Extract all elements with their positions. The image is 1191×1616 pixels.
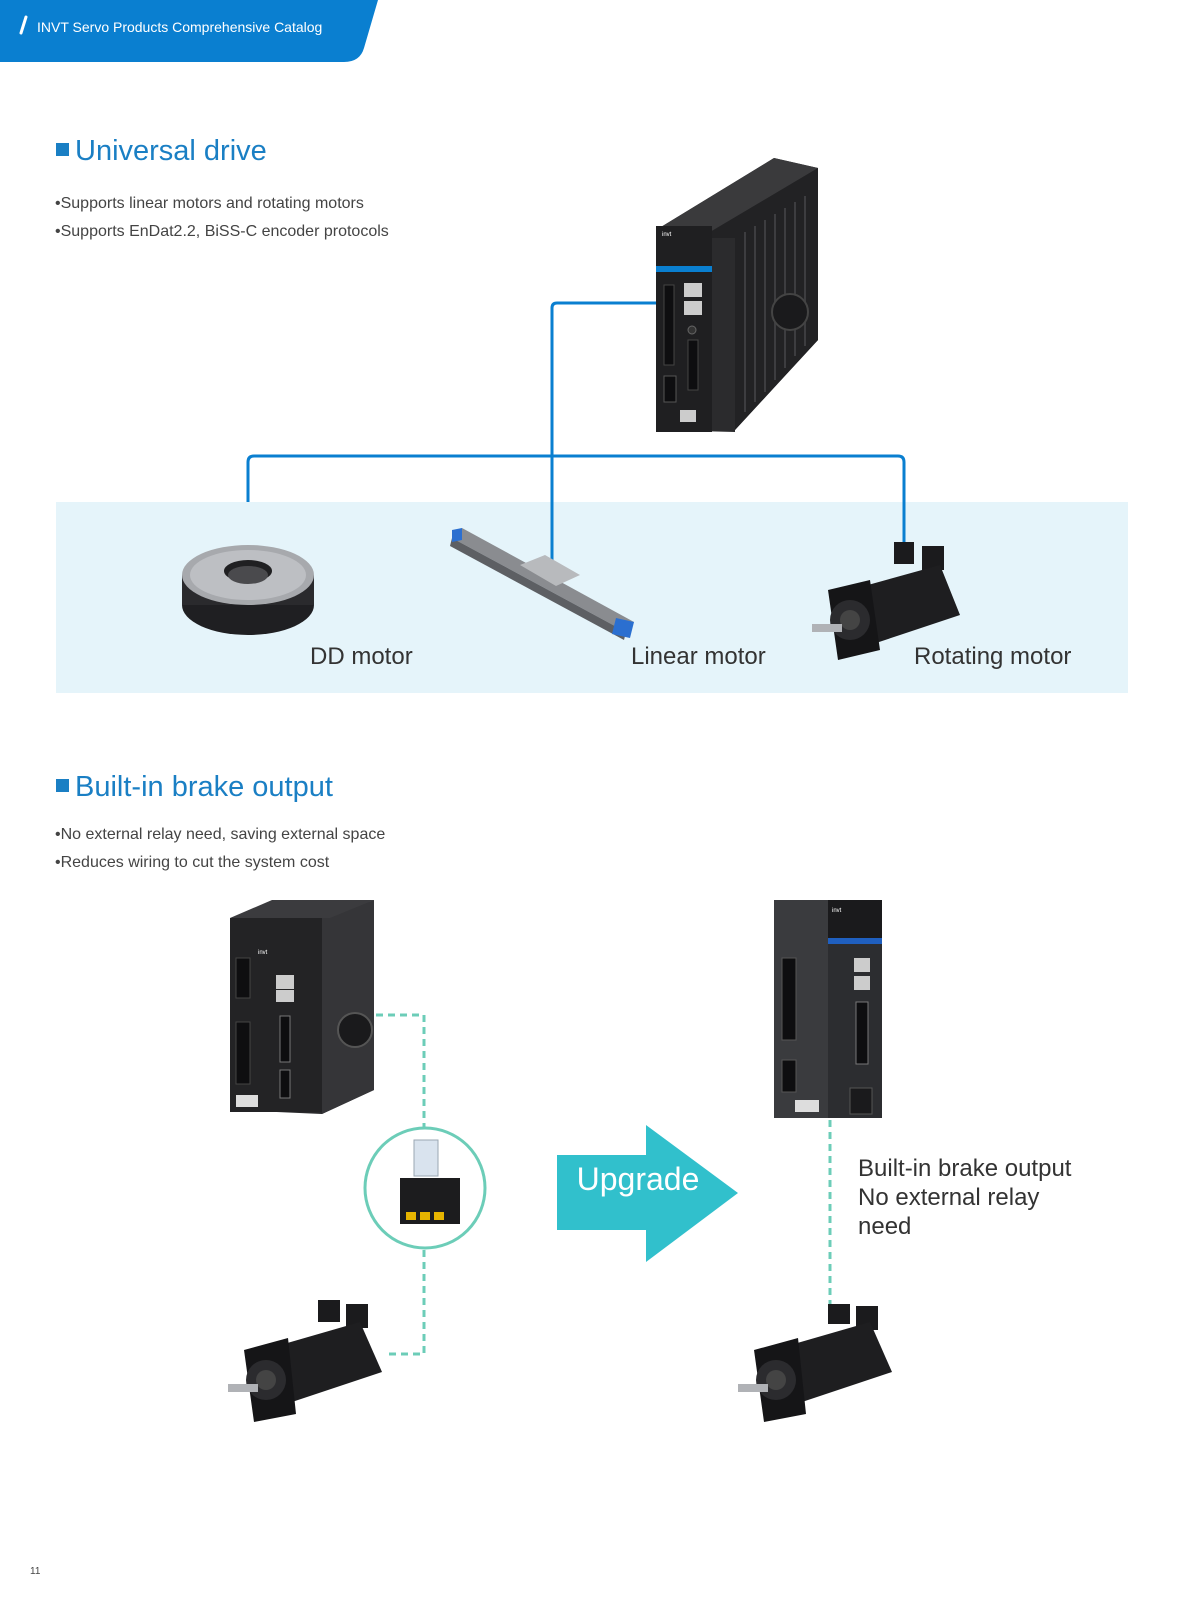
brake-note-line: Built-in brake output bbox=[858, 1155, 1072, 1182]
relay-image bbox=[363, 1126, 487, 1250]
page-number: 11 bbox=[30, 1566, 41, 1577]
upgrade-arrow bbox=[557, 1125, 738, 1262]
rotating-motor-image-top bbox=[812, 542, 960, 660]
bullet-encoder-protocols: •Supports EnDat2.2, BiSS-C encoder proto… bbox=[55, 223, 389, 240]
new-drive-image: invt bbox=[774, 900, 882, 1118]
old-drive-image: invt bbox=[230, 900, 374, 1114]
rotating-motor-image-old bbox=[228, 1300, 382, 1422]
section-title-universal-drive: Universal drive bbox=[56, 135, 267, 168]
upgrade-label: Upgrade bbox=[576, 1161, 700, 1197]
dd-motor-image bbox=[182, 545, 314, 635]
linear-motor-image bbox=[450, 528, 634, 640]
relay-dashed-lines bbox=[376, 1013, 426, 1356]
rotating-motor-image-new bbox=[738, 1304, 892, 1422]
brake-note-line: No external relay bbox=[858, 1184, 1040, 1211]
universal-drive-image: invt bbox=[656, 158, 818, 432]
section-title-text: Universal drive bbox=[75, 135, 267, 167]
brake-note-line: need bbox=[858, 1213, 912, 1240]
section-title-brake-output: Built-in brake output bbox=[56, 771, 333, 804]
dd-motor-label: DD motor bbox=[310, 643, 413, 670]
bullet-no-relay: •No external relay need, saving external… bbox=[55, 826, 386, 843]
bullet-linear-rotating: •Supports linear motors and rotating mot… bbox=[55, 195, 364, 212]
connection-lines bbox=[246, 301, 906, 568]
bullet-reduce-wiring: •Reduces wiring to cut the system cost bbox=[55, 854, 330, 871]
brake-note: Built-in brake output No external relay … bbox=[858, 1154, 1128, 1241]
old-drive-brand-logo: invt bbox=[258, 950, 268, 956]
new-drive-brand-logo: invt bbox=[832, 908, 842, 914]
title-marker bbox=[56, 142, 69, 156]
catalog-title: INVT Servo Products Comprehensive Catalo… bbox=[37, 19, 323, 35]
linear-motor-label: Linear motor bbox=[631, 643, 766, 670]
drive-brand-logo: invt bbox=[662, 232, 672, 238]
section-title-text: Built-in brake output bbox=[75, 771, 333, 803]
title-marker bbox=[56, 778, 69, 792]
rotating-motor-label: Rotating motor bbox=[914, 643, 1072, 670]
header-tab bbox=[0, 0, 378, 62]
